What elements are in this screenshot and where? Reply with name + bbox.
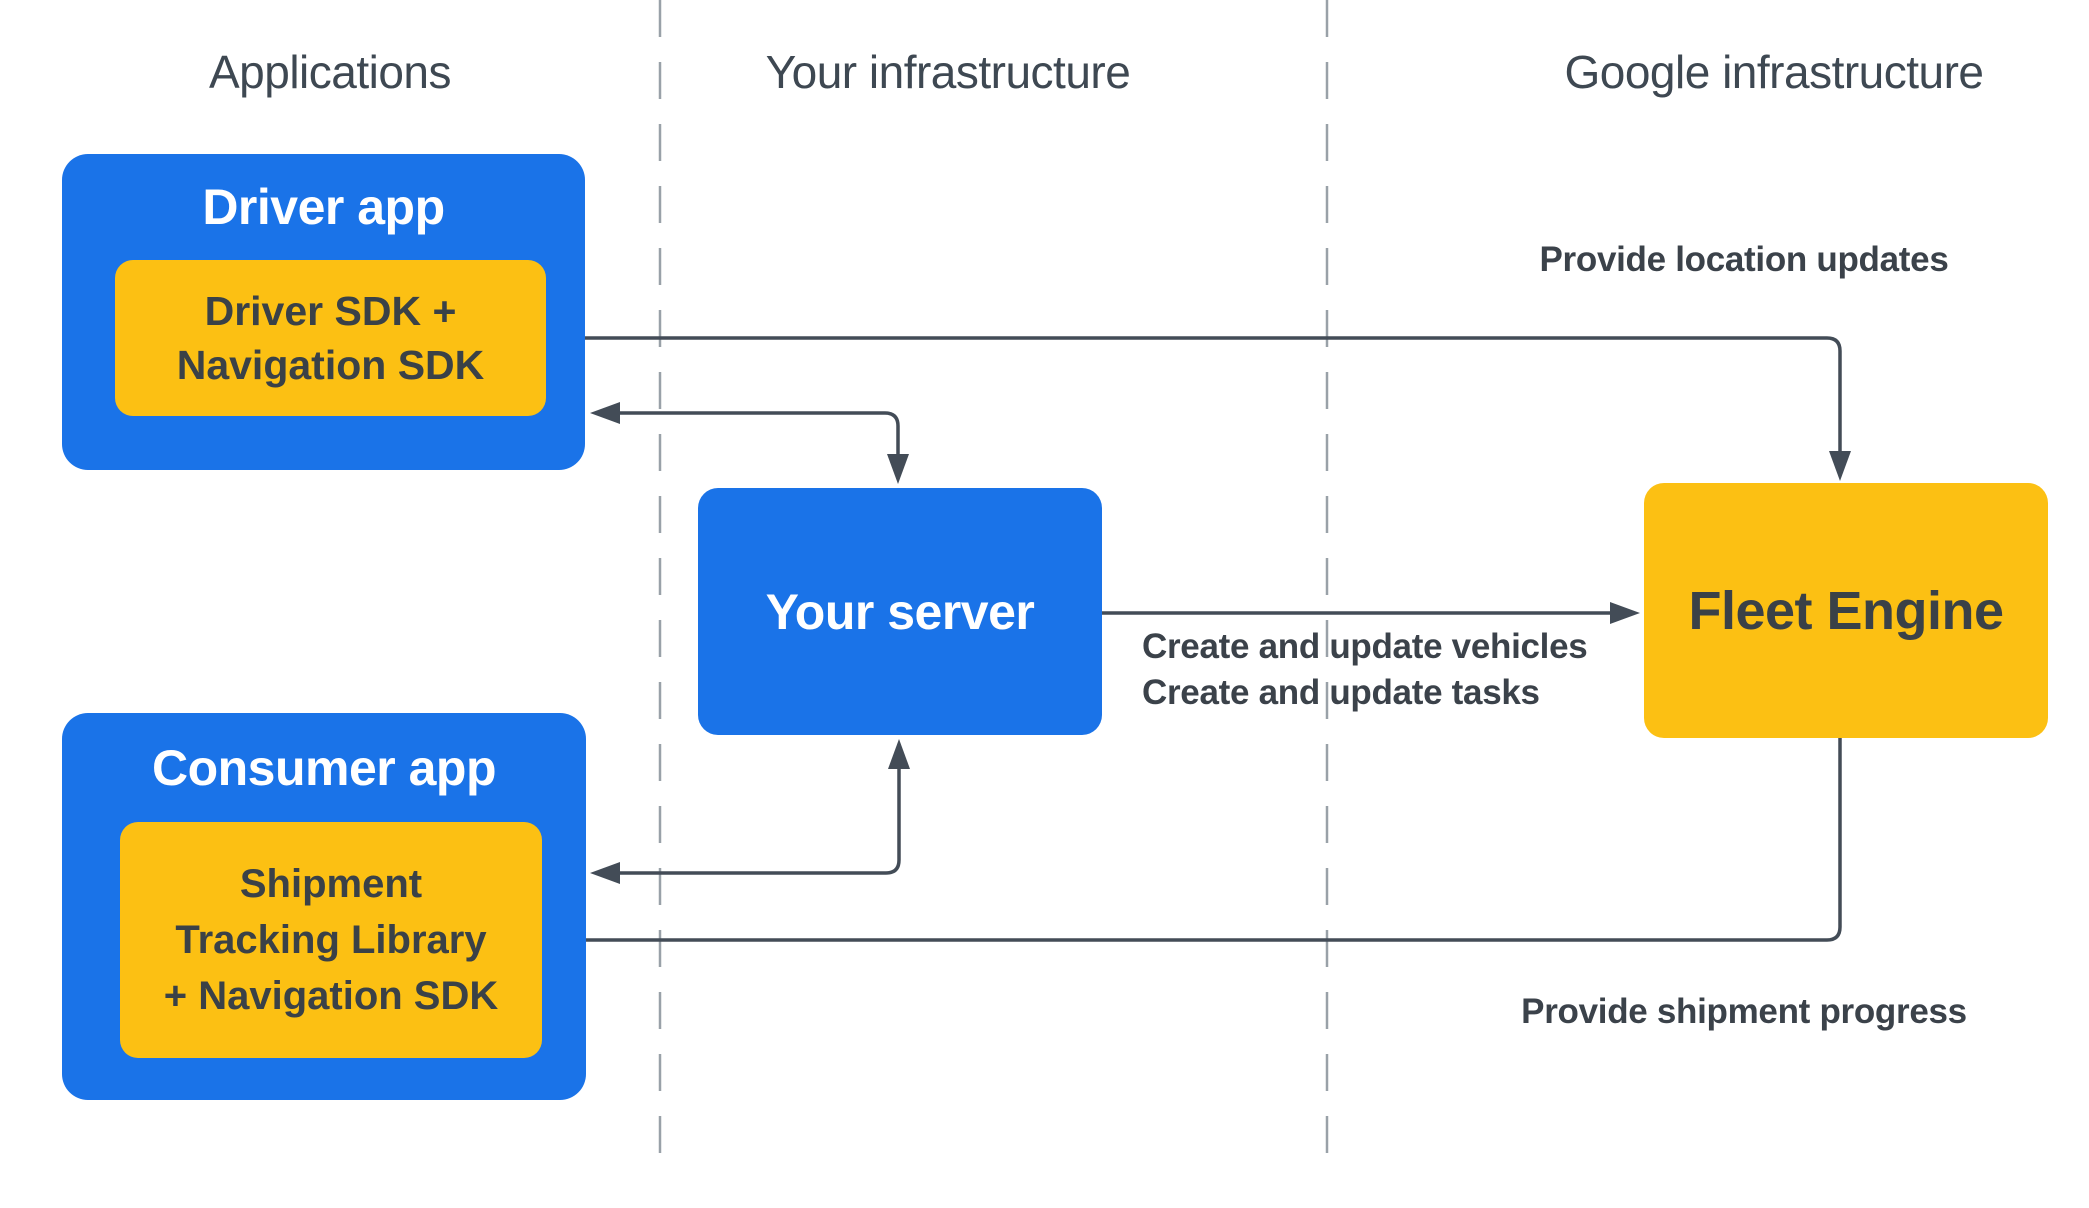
edge-label-create-update-tasks: Create and update tasks: [1142, 673, 1540, 712]
driver-app-node: Driver app Driver SDK + Navigation SDK: [62, 154, 585, 470]
shipment-tracking-library-node: Shipment Tracking Library + Navigation S…: [120, 822, 542, 1058]
driver-sdk-line-1: Driver SDK +: [204, 288, 457, 334]
arrow-your-server-fleet-engine: [1102, 602, 1640, 624]
arrow-driver-app-your-server: [590, 402, 909, 484]
consumer-app-node: Consumer app Shipment Tracking Library +…: [62, 713, 586, 1100]
arrowhead: [888, 739, 910, 769]
edge-label-provide-location-updates: Provide location updates: [1539, 240, 1949, 279]
edge-label-create-update-vehicles: Create and update vehicles: [1142, 627, 1588, 666]
edge-label-create-update: Create and update vehicles Create and up…: [1142, 624, 1588, 716]
arrowhead: [590, 862, 620, 884]
arrow-driver-sdk-fleet-engine: [546, 327, 1851, 481]
arrowhead: [1610, 602, 1640, 624]
your-server-node: Your server: [698, 488, 1102, 735]
arrowhead: [887, 454, 909, 484]
column-header-applications: Applications: [208, 46, 452, 98]
fleet-engine-node: Fleet Engine: [1644, 483, 2048, 738]
column-header-google-infrastructure: Google infrastructure: [1564, 46, 1984, 98]
consumer-sdk-line-3: + Navigation SDK: [163, 974, 499, 1018]
consumer-app-title: Consumer app: [151, 739, 497, 796]
consumer-sdk-line-1: Shipment: [239, 862, 423, 906]
driver-sdk-line-2: Navigation SDK: [176, 342, 485, 388]
consumer-sdk-line-2: Tracking Library: [175, 918, 487, 962]
arrowhead: [590, 402, 620, 424]
column-header-your-infrastructure: Your infrastructure: [765, 46, 1131, 98]
arrowhead: [1829, 451, 1851, 481]
driver-sdk-node: Driver SDK + Navigation SDK: [115, 260, 546, 416]
edge-label-provide-shipment-progress: Provide shipment progress: [1521, 992, 1967, 1031]
arrow-fleet-engine-consumer-sdk: [542, 738, 1842, 951]
arrow-your-server-consumer-app: [590, 739, 910, 884]
driver-app-title: Driver app: [202, 179, 445, 235]
